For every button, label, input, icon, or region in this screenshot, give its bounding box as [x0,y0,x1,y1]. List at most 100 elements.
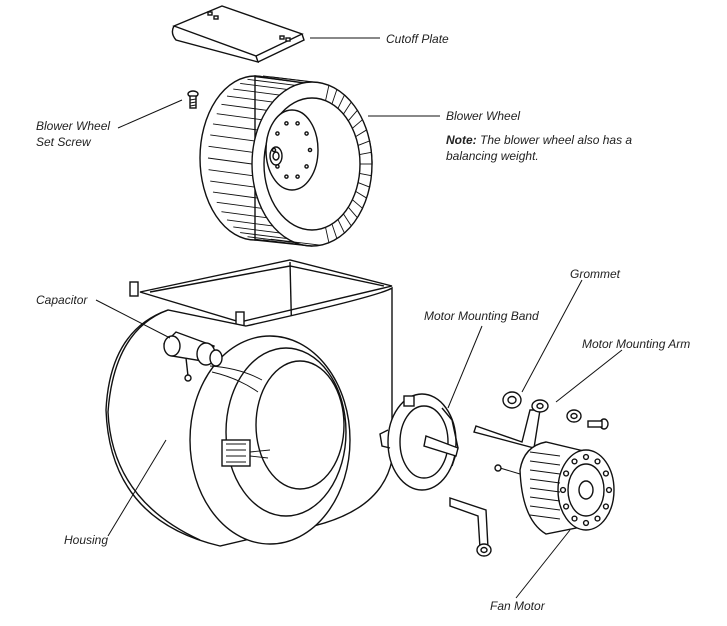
motor-vent [559,486,567,494]
blade-line [347,206,358,218]
capacitor-part [163,331,223,382]
washer-part [566,409,582,423]
label-blower-wheel: Blower Wheel [446,109,521,123]
motor-vent [602,503,610,510]
blade-line [270,238,321,246]
blade-line [212,191,258,199]
blade-line [255,238,304,246]
motor-mounting-arm-lower [449,497,492,557]
grommet-part [502,391,522,409]
blade-line [270,76,321,84]
blade-line [359,172,372,177]
blade-line [331,223,338,239]
label-set-screw-line-1: Blower Wheel [36,119,111,133]
blade-line [210,180,255,188]
blade-line [226,219,273,227]
hub-hole [271,147,277,153]
blade-line [208,169,253,177]
motor-fin [529,478,561,484]
blade-line [359,151,372,156]
blade-line [355,191,367,199]
motor-fin [529,451,561,457]
blade-line [208,145,253,153]
blower-wheel [199,75,373,247]
leader-lines [95,37,623,599]
motor-fin [529,514,561,520]
fan-motor [494,441,615,535]
label-housing: Housing [64,533,109,547]
hub-hole [284,121,289,126]
blade-line [247,236,296,244]
hub-hole [295,174,300,179]
hub-hole [295,121,300,126]
blade-line [221,211,267,219]
motor-vent [602,470,610,477]
motor-vent [582,519,590,527]
label-fan-motor: Fan Motor [490,599,545,613]
blade-line [347,110,358,122]
motor-fin [529,460,561,466]
blade-line [233,88,280,96]
blade-line [221,103,267,111]
motor-vent [594,458,601,465]
blade-line [240,82,288,90]
blade-line [233,226,280,234]
blade-line [343,101,352,115]
motor-vent [582,453,590,461]
hub-hole [275,164,280,169]
blade-line [352,199,363,209]
blade-line [331,89,338,105]
label-motor-mounting-band: Motor Mounting Band [424,309,539,323]
blade-line [226,95,273,103]
hub-hole [275,131,280,136]
motor-vent [571,458,578,465]
label-cutoff-plate: Cutoff Plate [386,32,449,46]
hub-hole [307,147,313,153]
cutoff-plate [171,5,305,64]
motor-fin [529,505,561,511]
label-grommet: Grommet [570,267,621,281]
motor-fin [529,496,561,502]
blade-line [207,157,253,165]
note-line-2: balancing weight. [446,149,539,163]
blade-line [216,113,262,121]
motor-vent [571,515,578,522]
blade-line [210,134,255,142]
hub-hole [304,164,309,169]
small-screw [587,418,609,430]
motor-mounting-arm-upper [473,399,549,449]
motor-vent [562,503,570,510]
note-prefix: Note: [446,133,477,147]
blade-line [216,201,262,209]
blade-line [240,232,288,240]
motor-vent [594,515,601,522]
motor-vent [605,486,613,494]
note-text: Note: The blower wheel also has a [446,132,632,148]
hub-hole [304,131,309,136]
blade-line [212,123,258,131]
label-set-screw-line-2: Set Screw [36,135,91,149]
housing [105,259,393,547]
blade-line [357,140,370,146]
motor-mounting-band [379,393,459,491]
blade-line [247,78,296,86]
blade-line [325,85,330,101]
blade-line [357,182,370,188]
blade-line [337,219,345,234]
blade-line [325,227,330,243]
blade-line [337,94,345,109]
hub-hole [284,174,289,179]
label-motor-mounting-arm: Motor Mounting Arm [582,337,691,351]
blade-line [343,213,352,227]
label-capacitor: Capacitor [36,293,88,307]
blade-line [355,129,367,137]
motor-fin [529,487,561,493]
motor-fin [529,469,561,475]
blade-line [255,76,304,84]
blade-line [352,119,363,129]
note-line-1: The blower wheel also has a [476,133,633,147]
set-screw [187,90,199,109]
motor-vent [562,470,570,477]
